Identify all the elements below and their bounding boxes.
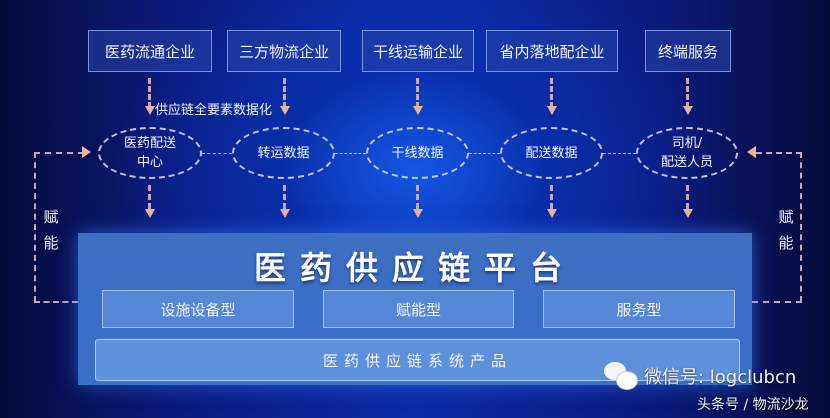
feedback-line-right xyxy=(800,152,802,302)
arrow-down-icon xyxy=(413,106,423,115)
wechat-icon xyxy=(604,362,638,390)
connector-line xyxy=(469,153,500,154)
connector-line xyxy=(335,153,366,154)
arrow-line xyxy=(148,78,151,108)
empower-char: 赋 xyxy=(778,208,794,226)
node-label: 省内落地配企业 xyxy=(499,42,605,61)
arrow-line xyxy=(550,78,553,108)
platform-type-label: 设施设备型 xyxy=(160,300,236,319)
data-node-label: 医药配送 xyxy=(123,136,176,151)
empower-char: 能 xyxy=(43,234,59,252)
feedback-line-right xyxy=(752,301,802,303)
node-trunk-transport: 干线运输企业 xyxy=(362,30,474,72)
data-node-label: 干线数据 xyxy=(391,145,444,161)
data-node-transfer: 转运数据 xyxy=(232,127,335,179)
data-node-trunk: 干线数据 xyxy=(366,127,469,179)
data-node-label: 转运数据 xyxy=(257,145,310,161)
connector-line xyxy=(603,153,636,154)
data-node-label: 配送数据 xyxy=(525,145,578,161)
arrow-line xyxy=(686,185,689,209)
node-provincial-delivery: 省内落地配企业 xyxy=(486,30,618,72)
node-label: 干线运输企业 xyxy=(372,42,463,61)
arrow-down-icon xyxy=(280,106,290,115)
toutiao-watermark: 头条号 / 物流沙龙 xyxy=(697,397,809,413)
arrow-line xyxy=(283,185,286,209)
node-pharma-distribution: 医药流通企业 xyxy=(88,30,212,72)
node-terminal-service: 终端服务 xyxy=(645,30,731,72)
data-node-distribution-center: 医药配送中心 xyxy=(98,127,202,179)
arrow-down-icon xyxy=(145,106,155,115)
empower-label-left: 赋 能 xyxy=(42,204,60,256)
node-label: 三方物流企业 xyxy=(238,42,329,61)
platform-type-label: 赋能型 xyxy=(395,300,441,319)
node-label: 终端服务 xyxy=(657,42,718,61)
platform-type-label: 服务型 xyxy=(616,300,662,319)
arrow-down-icon xyxy=(683,209,693,218)
data-node-label: 司机/ xyxy=(671,136,703,151)
empower-label-right: 赋 能 xyxy=(777,204,795,256)
data-annotation: 供应链全要素数据化 xyxy=(155,103,273,118)
arrow-down-icon xyxy=(547,209,557,218)
node-label: 医药流通企业 xyxy=(104,42,195,61)
connector-line xyxy=(202,153,232,154)
arrow-down-icon xyxy=(280,209,290,218)
feedback-line-left xyxy=(34,152,84,154)
platform-type-facility: 设施设备型 xyxy=(102,290,294,328)
feedback-line-right xyxy=(756,152,802,154)
node-third-party-logistics: 三方物流企业 xyxy=(227,30,341,72)
pharma-supply-chain-platform: 医药供应链平台 设施设备型 赋能型 服务型 医药供应链系统产品 xyxy=(78,233,752,385)
empower-char: 能 xyxy=(778,234,794,252)
empower-char: 赋 xyxy=(43,208,59,226)
platform-type-empowerment: 赋能型 xyxy=(323,290,514,328)
data-node-driver: 司机/配送人员 xyxy=(636,127,738,179)
system-product-label: 医药供应链系统产品 xyxy=(322,351,512,370)
platform-title: 医药供应链平台 xyxy=(253,249,576,287)
arrow-line xyxy=(283,78,286,108)
data-node-label: 中心 xyxy=(136,155,163,170)
data-node-label: 配送人员 xyxy=(660,155,713,170)
arrow-line xyxy=(550,185,553,209)
arrow-line xyxy=(686,78,689,108)
arrow-line xyxy=(416,185,419,209)
feedback-line-left xyxy=(34,301,78,303)
data-node-delivery: 配送数据 xyxy=(500,127,603,179)
wechat-id-text: 微信号: logclubcn xyxy=(644,367,797,388)
arrow-line xyxy=(416,78,419,108)
wechat-watermark: 微信号: logclubcn xyxy=(604,362,796,390)
arrow-down-icon xyxy=(547,106,557,115)
platform-type-service: 服务型 xyxy=(543,290,735,328)
arrow-down-icon xyxy=(413,209,423,218)
feedback-line-left xyxy=(34,152,36,302)
arrow-line xyxy=(148,185,151,209)
arrow-right-icon xyxy=(82,146,91,158)
arrow-down-icon xyxy=(145,209,155,218)
arrow-left-icon xyxy=(747,146,756,158)
arrow-down-icon xyxy=(683,106,693,115)
